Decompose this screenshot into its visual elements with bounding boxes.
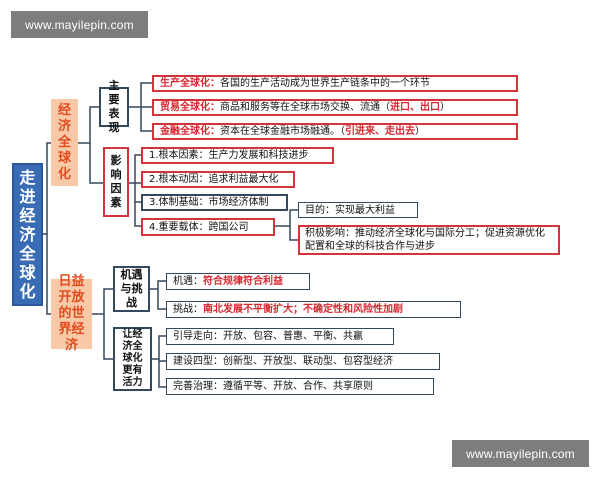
influencing-factors-node: 影响因素 xyxy=(103,147,129,217)
carrier-purpose: 目的：实现最大利益 xyxy=(298,202,418,218)
factor-carrier: 4.重要载体：跨国公司 xyxy=(141,218,275,236)
challenge-text: 南北发展不平衡扩大；不确定性和风险性加剧 xyxy=(203,304,403,315)
item-note: 引进来、走出去 xyxy=(345,126,415,137)
watermark-top: www.mayilepin.com xyxy=(11,11,148,38)
economic-globalization-node: 经济全球化 xyxy=(51,99,78,186)
challenge-label: 挑战： xyxy=(173,304,203,315)
item-term: 生产全球化： xyxy=(160,78,220,89)
watermark-bottom: www.mayilepin.com xyxy=(452,440,589,467)
opportunity-challenge-node: 机遇与挑战 xyxy=(113,266,150,312)
main-forms-node: 主要表现 xyxy=(99,79,129,134)
opportunity-label: 机遇： xyxy=(173,276,203,287)
challenge-box: 挑战： 南北发展不平衡扩大；不确定性和风险性加剧 xyxy=(166,301,461,318)
factor-motive: 2.根本动因：追求利益最大化 xyxy=(141,171,295,188)
opportunity-box: 机遇： 符合规律符合利益 xyxy=(166,273,310,290)
item-text: 商品和服务等在全球市场交换、流通（ xyxy=(220,102,390,113)
vitality-node: 让经济全球化更有活力 xyxy=(113,327,152,391)
vitality-build: 建设四型：创新型、开放型、联动型、包容型经济 xyxy=(166,353,440,370)
carrier-effect: 积极影响：推动经济全球化与国际分工；促进资源优化配置和全球的科技合作与进步 xyxy=(298,225,560,255)
item-note: 进口、出口 xyxy=(390,102,440,113)
item-text: 资本在全球金融市场融通。（ xyxy=(220,126,345,137)
root-node: 走进经济全球化 xyxy=(12,163,43,306)
opportunity-text: 符合规律符合利益 xyxy=(203,276,283,287)
finance-globalization-box: 金融全球化： 资本在全球金融市场融通。（ 引进来、走出去 ） xyxy=(152,123,518,140)
item-text: 各国的生产活动成为世界生产链条中的一个环节 xyxy=(220,78,430,89)
factor-fundamental: 1.根本因素：生产力发展和科技进步 xyxy=(141,147,334,164)
item-end: ） xyxy=(415,126,425,137)
trade-globalization-box: 贸易全球化： 商品和服务等在全球市场交换、流通（ 进口、出口 ） xyxy=(152,99,518,116)
open-world-economy-node: 日益开放的世界经济 xyxy=(51,274,92,353)
item-term: 金融全球化： xyxy=(160,126,220,137)
vitality-governance: 完善治理：遵循平等、开放、合作、共享原则 xyxy=(166,378,434,395)
production-globalization-box: 生产全球化： 各国的生产活动成为世界生产链条中的一个环节 xyxy=(152,75,518,92)
vitality-guide: 引导走向：开放、包容、普惠、平衡、共赢 xyxy=(166,328,394,345)
factor-institution: 3.体制基础：市场经济体制 xyxy=(141,194,288,211)
item-term: 贸易全球化： xyxy=(160,102,220,113)
item-end: ） xyxy=(440,102,450,113)
